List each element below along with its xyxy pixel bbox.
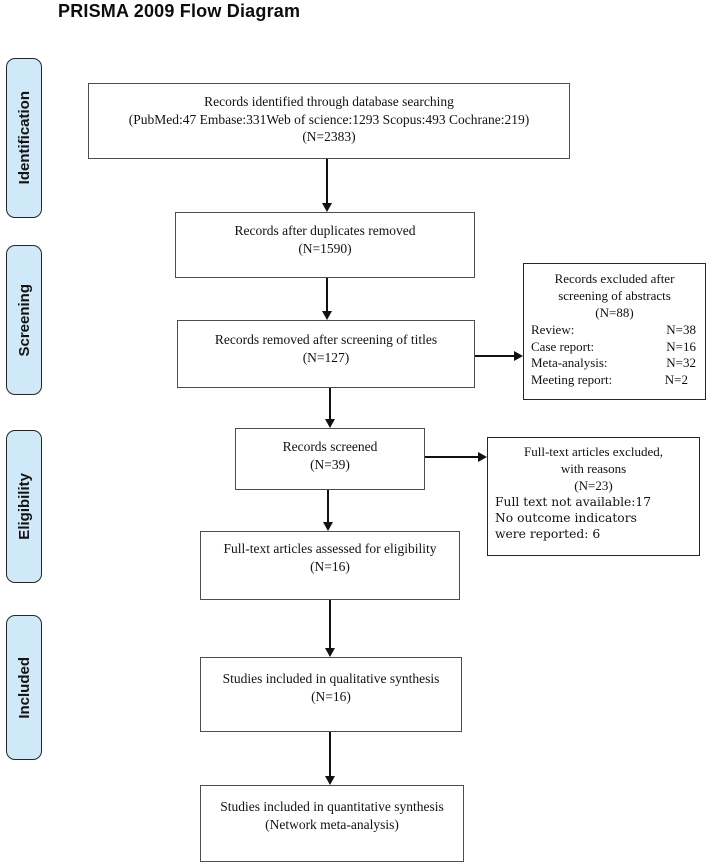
box-excluded-fulltext-detail2: No outcome indicators [495,510,637,525]
excluded-row-review-label: Review: [531,321,575,337]
box-records-screened: Records screened (N=39) [235,428,425,490]
page-title: PRISMA 2009 Flow Diagram [58,1,301,21]
stage-identification: Identification [6,58,42,218]
stage-included: Included [6,615,42,760]
excluded-row-review-value: N=38 [666,321,696,337]
excluded-row-review: Review: N=38 [524,322,705,339]
box-excluded-abstracts-head2: screening of abstracts [558,287,671,303]
box-titles-removed-line2: (N=127) [302,349,350,365]
box-fulltext-assessed-line2: (N=16) [310,558,350,574]
box-quantitative-synthesis-line2: (Network meta-analysis) [265,816,399,832]
box-excluded-abstracts-head1: Records excluded after [554,271,675,286]
box-excluded-fulltext-head3: (N=23) [574,477,613,493]
stage-eligibility-label: Eligibility [15,473,33,540]
box-excluded-abstracts: Records excluded after screening of abst… [523,263,706,400]
stage-identification-label: Identification [15,91,33,185]
box-quantitative-synthesis-line1: Studies included in quantitative synthes… [220,799,444,814]
box-records-identified-line3: (N=2383) [302,129,356,145]
excluded-row-case-report-value: N=16 [666,338,696,354]
excluded-row-meeting-report-value: N=2 [664,372,688,388]
box-duplicates-removed-line1: Records after duplicates removed [234,223,416,238]
box-records-identified-line2: (PubMed:47 Embase:331Web of science:1293… [128,111,530,127]
box-fulltext-assessed: Full-text articles assessed for eligibil… [200,531,460,600]
excluded-row-meeting-report-label: Meeting report: [531,372,613,388]
box-records-screened-line1: Records screened [282,439,378,454]
excluded-row-meta-analysis-value: N=32 [666,355,696,371]
box-excluded-fulltext: Full-text articles excluded, with reason… [487,437,700,556]
box-qualitative-synthesis-line2: (N=16) [311,688,351,704]
stage-screening-label: Screening [15,283,33,357]
excluded-row-meta-analysis: Meta-analysis: N=32 [524,355,705,372]
box-fulltext-assessed-line1: Full-text articles assessed for eligibil… [223,541,437,556]
excluded-row-case-report-label: Case report: [531,338,595,354]
box-quantitative-synthesis: Studies included in quantitative synthes… [200,785,464,862]
box-duplicates-removed: Records after duplicates removed (N=1590… [175,212,475,278]
box-records-identified-line1: Records identified through database sear… [204,94,454,109]
box-titles-removed-line1: Records removed after screening of title… [214,332,438,347]
box-excluded-abstracts-head3: (N=88) [595,304,634,320]
box-records-identified: Records identified through database sear… [88,83,570,159]
stage-included-label: Included [15,656,33,719]
box-titles-removed: Records removed after screening of title… [177,320,475,388]
box-excluded-fulltext-head2: with reasons [560,460,627,476]
box-excluded-fulltext-head1: Full-text articles excluded, [524,444,663,459]
excluded-row-meta-analysis-label: Meta-analysis: [531,355,608,371]
box-qualitative-synthesis: Studies included in qualitative synthesi… [200,657,462,732]
excluded-row-meeting-report: Meeting report: N=2 [524,372,705,389]
box-records-screened-line2: (N=39) [310,456,350,472]
stage-screening: Screening [6,245,42,395]
stage-eligibility: Eligibility [6,430,42,583]
box-excluded-fulltext-detail3: were reported: 6 [495,526,601,541]
box-qualitative-synthesis-line1: Studies included in qualitative synthesi… [222,671,440,686]
box-duplicates-removed-line2: (N=1590) [298,240,352,256]
box-excluded-fulltext-detail1: Full text not available:17 [495,494,652,509]
excluded-row-case-report: Case report: N=16 [524,339,705,356]
